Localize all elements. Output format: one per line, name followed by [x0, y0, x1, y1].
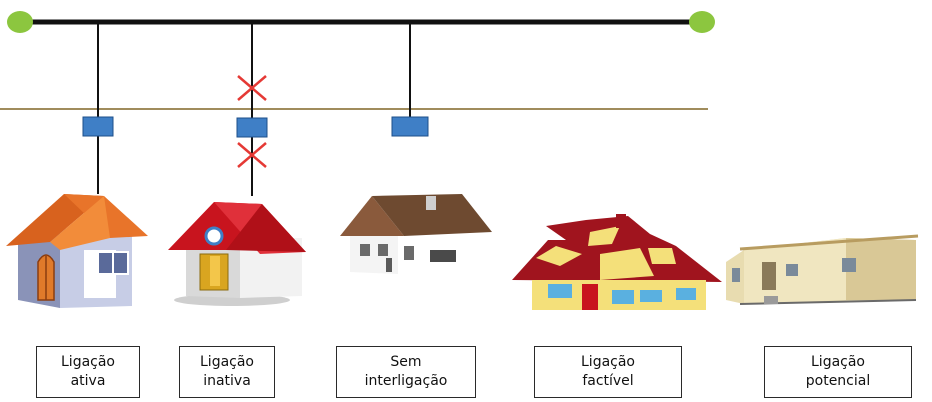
connector-box-2 [236, 117, 268, 138]
label-text: interligação [364, 373, 448, 389]
label-text: factível [582, 373, 634, 389]
label-text: Sem [390, 354, 422, 370]
label-text: ativa [70, 373, 106, 389]
label-text: Ligação [61, 354, 115, 370]
label-box-feasible: Ligação factível [534, 346, 682, 398]
house-active-icon [6, 194, 148, 308]
connector-box-1 [82, 116, 114, 137]
label-box-unconnected: Sem interligação [336, 346, 476, 398]
label-text: Ligação [200, 354, 254, 370]
label-text: inativa [203, 373, 251, 389]
label-box-active: Ligação ativa [36, 346, 140, 398]
label-text: Ligação [581, 354, 635, 370]
network-diagram [0, 11, 919, 310]
end-node-right [689, 11, 715, 33]
end-node-left [7, 11, 33, 33]
house-potential-icon [726, 234, 919, 305]
house-unconnected-icon [340, 194, 492, 274]
house-inactive-icon [168, 202, 306, 306]
label-box-inactive: Ligação inativa [179, 346, 275, 398]
label-text: Ligação [811, 354, 865, 370]
cut-mark-lower [237, 142, 267, 168]
house-feasible-icon [512, 214, 722, 310]
label-box-potential: Ligação potencial [764, 346, 912, 398]
connector-box-3 [391, 116, 429, 137]
label-text: potencial [805, 373, 871, 389]
cut-mark-upper [237, 75, 267, 101]
